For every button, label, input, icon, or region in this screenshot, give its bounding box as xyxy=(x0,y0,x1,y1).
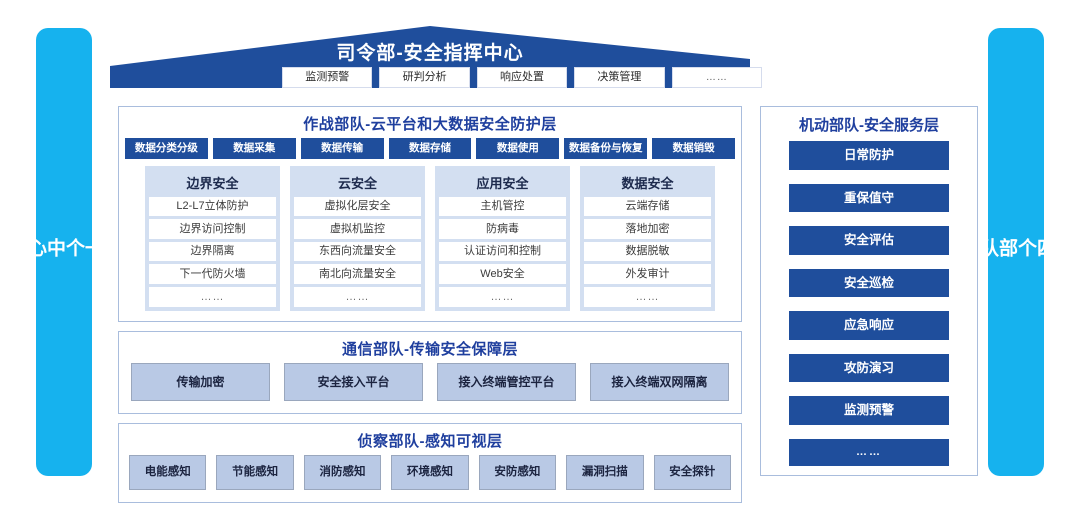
sidebar-right-label: 四 个 部 队 xyxy=(977,233,1055,272)
architecture-diagram: 一 个 中 心 四 个 部 队 司令部-安全指挥中心 监测预警 研判分析 响应处… xyxy=(25,26,1055,504)
recon-box-3[interactable]: 环境感知 xyxy=(391,454,469,491)
lifecycle-chip-1[interactable]: 数据采集 xyxy=(212,138,296,159)
roof-tab-3[interactable]: 决策管理 xyxy=(574,67,665,88)
lifecycle-chip-2[interactable]: 数据传输 xyxy=(300,138,384,159)
comm-layer-panel: 通信部队-传输安全保障层 传输加密 安全接入平台 接入终端管控平台 接入终端双网… xyxy=(118,330,742,414)
recon-box-5[interactable]: 漏洞扫描 xyxy=(566,454,644,491)
column-head-application: 应用安全 xyxy=(476,175,529,191)
security-domain-columns: 边界安全 L2-L7立体防护 边界访问控制 边界隔离 下一代防火墙 …… 云安全… xyxy=(119,165,741,321)
service-item-4[interactable]: 应急响应 xyxy=(789,311,949,340)
sidebar-right-char-1: 个 xyxy=(1015,237,1036,267)
column-0-item-3[interactable]: 下一代防火墙 xyxy=(149,264,276,285)
recon-layer-title: 侦察部队-感知可视层 xyxy=(357,432,503,450)
column-0-item-more[interactable]: …… xyxy=(149,287,276,307)
command-center-title: 司令部-安全指挥中心 xyxy=(336,43,524,64)
sidebar-right-char-0: 四 xyxy=(1034,237,1055,267)
recon-box-6[interactable]: 安全探针 xyxy=(653,454,731,491)
column-3-item-more[interactable]: …… xyxy=(584,287,711,307)
roof-tab-more[interactable]: …… xyxy=(671,67,763,88)
lifecycle-chip-4[interactable]: 数据使用 xyxy=(476,138,560,159)
sidebar-left-one-center: 一 个 中 心 xyxy=(25,28,103,476)
comm-box-0[interactable]: 传输加密 xyxy=(131,362,270,401)
lifecycle-chip-6[interactable]: 数据销毁 xyxy=(652,138,736,159)
column-0-item-0[interactable]: L2-L7立体防护 xyxy=(149,196,276,217)
roof-tab-2[interactable]: 响应处置 xyxy=(476,67,568,88)
combat-layer-title: 作战部队-云平台和大数据安全防护层 xyxy=(303,116,557,133)
roof-tab-0[interactable]: 监测预警 xyxy=(282,67,373,88)
sidebar-right-char-2: 部 xyxy=(996,237,1017,267)
column-0-item-2[interactable]: 边界隔离 xyxy=(149,241,276,262)
sidebar-left-label: 一 个 中 心 xyxy=(25,233,103,272)
recon-box-0[interactable]: 电能感知 xyxy=(129,454,207,491)
service-item-6[interactable]: 监测预警 xyxy=(789,396,949,425)
comm-layer-title: 通信部队-传输安全保障层 xyxy=(342,340,518,358)
column-1-item-more[interactable]: …… xyxy=(294,287,421,307)
recon-layer-box-row: 电能感知 节能感知 消防感知 环境感知 安防感知 漏洞扫描 安全探针 xyxy=(119,454,741,503)
recon-box-1[interactable]: 节能感知 xyxy=(216,454,294,491)
comm-box-1[interactable]: 安全接入平台 xyxy=(284,362,423,401)
service-layer-title: 机动部队-安全服务层 xyxy=(799,117,939,134)
column-2-item-1[interactable]: 防病毒 xyxy=(439,219,566,239)
combat-layer-panel: 作战部队-云平台和大数据安全防护层 数据分类分级 数据采集 数据传输 数据存储 … xyxy=(118,106,742,322)
column-3-item-2[interactable]: 数据脱敏 xyxy=(584,241,711,262)
security-column-border: 边界安全 L2-L7立体防护 边界访问控制 边界隔离 下一代防火墙 …… xyxy=(145,165,280,311)
main-layers-stack: 作战部队-云平台和大数据安全防护层 数据分类分级 数据采集 数据传输 数据存储 … xyxy=(118,106,742,512)
service-item-1[interactable]: 重保值守 xyxy=(789,183,949,213)
comm-box-3[interactable]: 接入终端双网隔离 xyxy=(590,362,729,401)
column-1-item-0[interactable]: 虚拟化层安全 xyxy=(294,196,421,217)
comm-layer-box-row: 传输加密 安全接入平台 接入终端管控平台 接入终端双网隔离 xyxy=(119,362,741,413)
column-head-border: 边界安全 xyxy=(186,175,239,191)
service-item-2[interactable]: 安全评估 xyxy=(789,226,949,255)
comm-box-2[interactable]: 接入终端管控平台 xyxy=(437,362,576,401)
service-item-3[interactable]: 安全巡检 xyxy=(789,268,949,298)
column-0-item-1[interactable]: 边界访问控制 xyxy=(149,219,276,239)
column-head-data: 数据安全 xyxy=(621,175,674,191)
column-3-item-1[interactable]: 落地加密 xyxy=(584,219,711,239)
security-column-data: 数据安全 云端存储 落地加密 数据脱敏 外发审计 …… xyxy=(580,165,715,311)
column-1-item-2[interactable]: 东西向流量安全 xyxy=(294,241,421,262)
command-center-tabs: 监测预警 研判分析 响应处置 决策管理 …… xyxy=(282,67,763,88)
service-item-0[interactable]: 日常防护 xyxy=(789,141,949,170)
security-column-application: 应用安全 主机管控 防病毒 认证访问和控制 Web安全 …… xyxy=(435,165,570,311)
recon-box-2[interactable]: 消防感知 xyxy=(303,454,382,491)
service-layer-panel: 机动部队-安全服务层 日常防护 重保值守 安全评估 安全巡检 应急响应 攻防演习… xyxy=(760,106,978,476)
sidebar-left-char-1: 个 xyxy=(63,237,84,267)
column-1-item-3[interactable]: 南北向流量安全 xyxy=(294,264,421,285)
lifecycle-chip-3[interactable]: 数据存储 xyxy=(388,138,472,159)
recon-box-4[interactable]: 安防感知 xyxy=(478,454,557,491)
sidebar-left-char-0: 一 xyxy=(82,237,103,267)
lifecycle-chip-5[interactable]: 数据备份与恢复 xyxy=(564,138,648,159)
service-item-5[interactable]: 攻防演习 xyxy=(789,353,949,383)
roof-tab-1[interactable]: 研判分析 xyxy=(379,67,470,88)
column-3-item-0[interactable]: 云端存储 xyxy=(584,196,711,217)
column-2-item-0[interactable]: 主机管控 xyxy=(439,196,566,217)
column-1-item-1[interactable]: 虚拟机监控 xyxy=(294,219,421,239)
sidebar-left-char-2: 中 xyxy=(44,237,65,267)
recon-layer-panel: 侦察部队-感知可视层 电能感知 节能感知 消防感知 环境感知 安防感知 漏洞扫描… xyxy=(118,422,742,504)
column-head-cloud: 云安全 xyxy=(337,175,377,191)
sidebar-left-char-3: 心 xyxy=(25,237,46,267)
column-2-item-more[interactable]: …… xyxy=(439,287,566,307)
data-lifecycle-chip-row: 数据分类分级 数据采集 数据传输 数据存储 数据使用 数据备份与恢复 数据销毁 xyxy=(119,138,741,166)
service-layer-list: 日常防护 重保值守 安全评估 安全巡检 应急响应 攻防演习 监测预警 …… xyxy=(761,139,977,475)
column-3-item-3[interactable]: 外发审计 xyxy=(584,264,711,285)
column-2-item-2[interactable]: 认证访问和控制 xyxy=(439,241,566,262)
security-column-cloud: 云安全 虚拟化层安全 虚拟机监控 东西向流量安全 南北向流量安全 …… xyxy=(290,165,425,311)
lifecycle-chip-0[interactable]: 数据分类分级 xyxy=(125,138,208,159)
sidebar-right-char-3: 队 xyxy=(977,237,998,267)
service-item-more[interactable]: …… xyxy=(789,438,949,466)
sidebar-right-four-units: 四 个 部 队 xyxy=(977,28,1055,476)
command-center-roof: 司令部-安全指挥中心 监测预警 研判分析 响应处置 决策管理 …… xyxy=(110,26,763,92)
column-2-item-3[interactable]: Web安全 xyxy=(439,264,566,285)
